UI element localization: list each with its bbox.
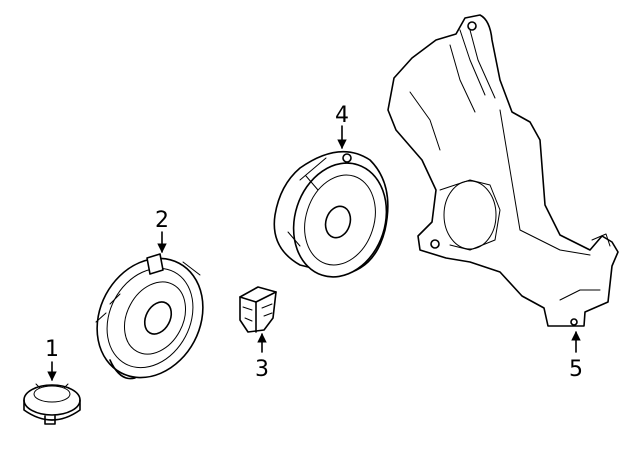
front-speaker-part[interactable] [273,150,400,289]
callout-1: 1 [45,337,59,362]
callout-arrows [47,125,581,381]
callout-5: 5 [569,357,583,382]
connector-module-part[interactable] [239,286,277,333]
callout-4: 4 [335,103,349,128]
door-speaker-part[interactable] [77,240,224,396]
callout-3: 3 [255,357,269,382]
callout-2: 2 [155,208,169,233]
speaker-enclosure-part[interactable] [387,14,619,327]
tweeter-part[interactable] [23,383,81,425]
